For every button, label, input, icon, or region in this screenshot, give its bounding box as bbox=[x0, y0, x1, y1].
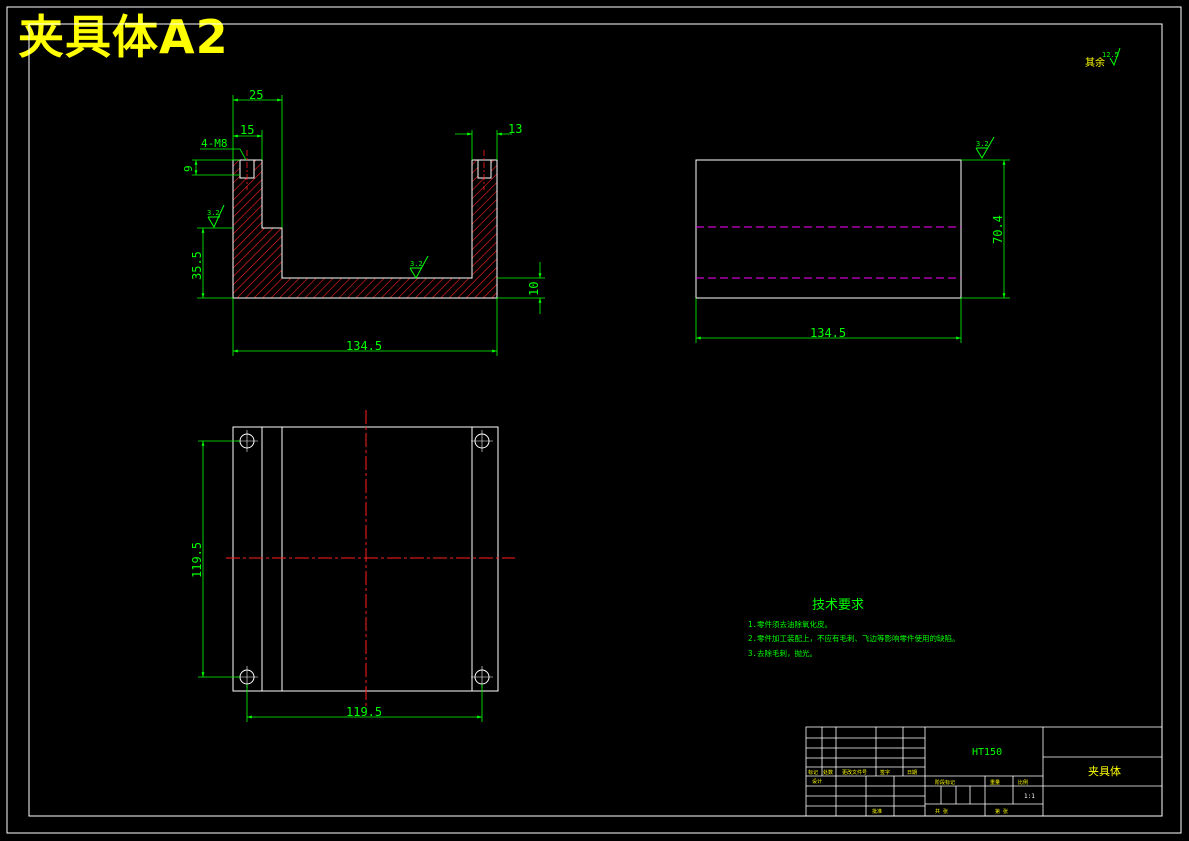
svg-text:更改文件号: 更改文件号 bbox=[842, 769, 867, 776]
svg-text:3.2: 3.2 bbox=[976, 140, 989, 148]
dim-15: 15 bbox=[240, 123, 254, 137]
part-name-label: 夹具体 bbox=[1088, 764, 1121, 778]
tech-req-2: 2.零件加工装配上，不应有毛刺、飞边等影响零件使用的缺陷。 bbox=[748, 633, 960, 643]
tech-requirements-title: 技术要求 bbox=[812, 598, 864, 613]
side-outline bbox=[695, 159, 962, 299]
scale-label: 1:1 bbox=[1024, 793, 1035, 800]
dim-10: 10 bbox=[527, 282, 541, 296]
svg-text:共 张: 共 张 bbox=[935, 808, 948, 815]
top-view: 119.5 119.5 bbox=[190, 410, 515, 722]
sheet-title: 夹具体A2 bbox=[18, 10, 229, 64]
dim-119-5-vertical: 119.5 bbox=[190, 542, 204, 578]
svg-text:第 张: 第 张 bbox=[995, 808, 1008, 815]
side-view: 70.4 134.5 3.2 bbox=[695, 136, 1010, 343]
dim-9: 9 bbox=[182, 165, 195, 172]
bolt-hole-tr bbox=[471, 430, 493, 452]
svg-text:3.2: 3.2 bbox=[410, 260, 423, 268]
svg-text:比例: 比例 bbox=[1018, 779, 1028, 786]
roughness-symbol-side: 3.2 bbox=[975, 136, 995, 159]
roughness-symbol-left: 3.2 bbox=[207, 204, 225, 229]
svg-text:重量: 重量 bbox=[990, 779, 1000, 786]
dim-119-5-horizontal: 119.5 bbox=[346, 705, 382, 719]
inner-border bbox=[28, 23, 1163, 817]
dim-25: 25 bbox=[249, 88, 263, 102]
tech-req-1: 1.零件须去油除氧化皮。 bbox=[748, 619, 832, 629]
front-view: 25 15 4-M8 9 13 35.5 10 1 bbox=[182, 88, 545, 356]
outer-border bbox=[6, 6, 1182, 834]
svg-text:标记: 标记 bbox=[808, 769, 818, 776]
svg-text:阶段标记: 阶段标记 bbox=[935, 779, 955, 786]
dim-13: 13 bbox=[508, 122, 522, 136]
svg-text:设计: 设计 bbox=[812, 778, 822, 785]
svg-text:批准: 批准 bbox=[872, 808, 882, 815]
dim-4-m8: 4-M8 bbox=[201, 137, 228, 150]
front-section-hatch bbox=[232, 159, 498, 299]
svg-text:12.5: 12.5 bbox=[1102, 51, 1119, 59]
dim-35-5: 35.5 bbox=[190, 251, 204, 280]
svg-text:处数: 处数 bbox=[823, 769, 833, 776]
dim-70-4: 70.4 bbox=[991, 215, 1005, 244]
dim-134-5-front: 134.5 bbox=[346, 339, 382, 353]
roughness-symbol-bottom: 3.2 bbox=[409, 255, 429, 280]
tech-req-3: 3.去除毛刺，抛光。 bbox=[748, 648, 817, 658]
tech-requirements: 技术要求 1.零件须去油除氧化皮。 2.零件加工装配上，不应有毛刺、飞边等影响零… bbox=[748, 598, 960, 658]
svg-text:签字: 签字 bbox=[880, 769, 890, 776]
svg-text:日期: 日期 bbox=[907, 770, 917, 776]
material-label: HT150 bbox=[972, 747, 1002, 758]
title-block-text: HT150 夹具体 1:1 标记 处数 更改文件号 签字 日期 设计 阶段标记 … bbox=[808, 747, 1121, 815]
svg-text:3.2: 3.2 bbox=[207, 209, 220, 217]
front-hole-right bbox=[477, 159, 492, 179]
dim-134-5-side: 134.5 bbox=[810, 326, 846, 340]
svg-text:其余: 其余 bbox=[1085, 56, 1105, 69]
general-roughness: 其余 12.5 bbox=[1085, 47, 1121, 69]
title-block bbox=[805, 726, 1163, 817]
